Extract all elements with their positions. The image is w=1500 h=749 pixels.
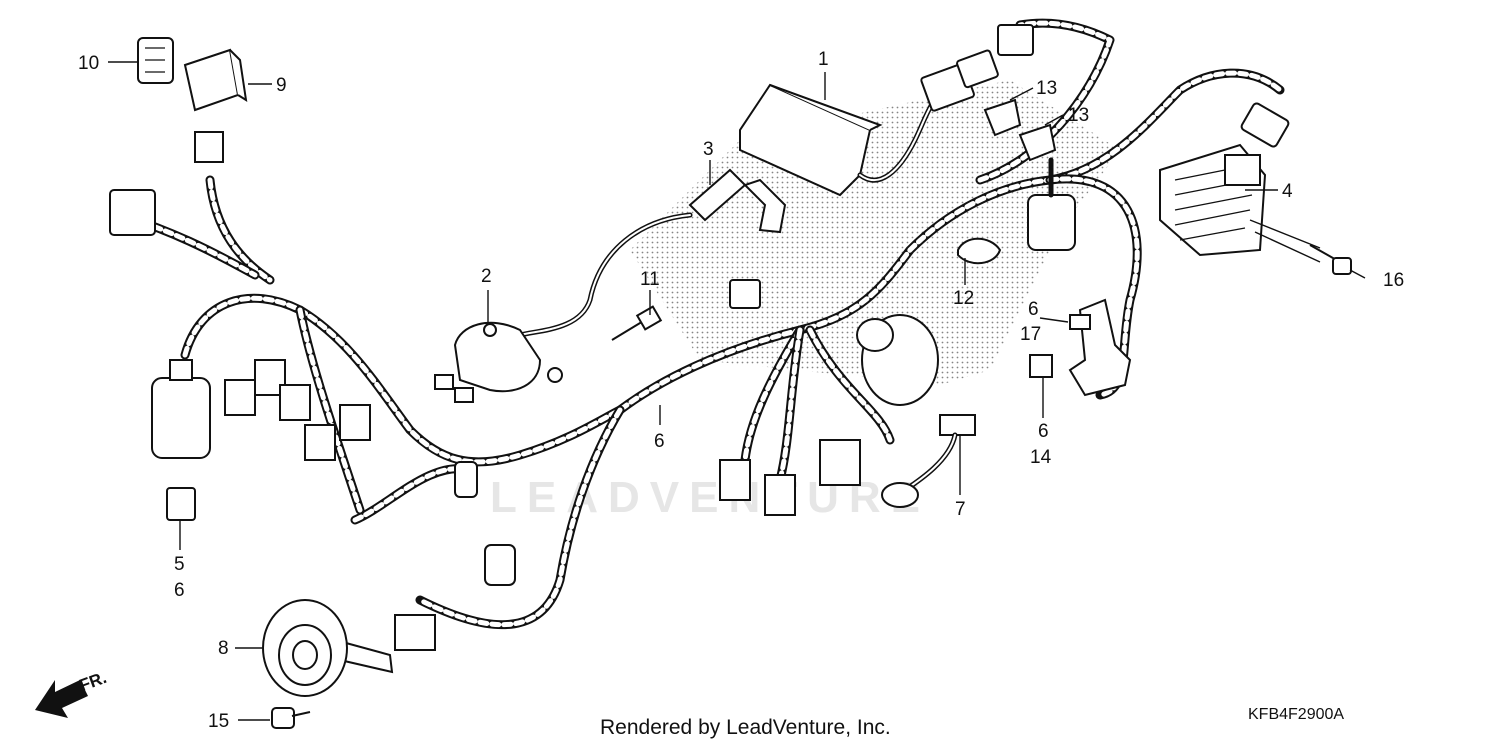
- callout-6-harness: 6: [654, 431, 665, 452]
- callout-14: 14: [1030, 447, 1052, 468]
- callout-13a: 13: [1036, 78, 1057, 99]
- front-direction-label: FR.: [77, 668, 109, 695]
- watermark: LEADVENTURE: [490, 473, 930, 522]
- connector-center-c: [719, 459, 751, 501]
- callout-17: 17: [1020, 324, 1041, 345]
- callout-11: 11: [640, 269, 660, 290]
- connector-center-d: [764, 474, 796, 516]
- connector-bottom: [394, 614, 436, 651]
- band-clamp: [957, 237, 1002, 265]
- condenser-center: [856, 314, 939, 406]
- callout-10: 10: [78, 53, 99, 74]
- callout-7: 7: [955, 499, 966, 520]
- connector-center-b: [819, 439, 861, 486]
- horn: [262, 599, 394, 697]
- left-connector-cluster: [109, 189, 371, 461]
- callout-16: 16: [1383, 270, 1404, 291]
- leader-lines: [108, 61, 1366, 721]
- condenser-right: [1027, 157, 1076, 251]
- bolt-11: [611, 305, 663, 341]
- bolt-15: [271, 707, 311, 729]
- fuse-box: [1029, 298, 1132, 397]
- callout-5: 5: [174, 554, 185, 575]
- connector-center-a: [729, 279, 761, 309]
- callout-9: 9: [276, 75, 287, 96]
- regulator-rectifier: [1159, 143, 1267, 257]
- relay-connector-10: [137, 37, 174, 84]
- callout-12: 12: [953, 288, 974, 309]
- callout-2: 2: [481, 266, 492, 287]
- callout-5-6: 6: [174, 580, 185, 601]
- callout-8: 8: [218, 638, 229, 659]
- relay-9: [183, 48, 248, 163]
- render-credit: Rendered by LeadVenture, Inc.: [600, 716, 891, 739]
- condenser-left: [151, 359, 211, 459]
- grommet: [454, 461, 516, 586]
- relay-5: [166, 487, 196, 521]
- callout-4: 4: [1282, 181, 1293, 202]
- harness-clip-13a: [983, 98, 1022, 137]
- bolt-16: [1309, 244, 1352, 275]
- callout-15: 15: [208, 711, 229, 732]
- neutral-sensor: [881, 414, 976, 508]
- callout-1: 1: [818, 49, 829, 70]
- spark-plug-cap: [517, 168, 787, 338]
- cdi-unit: [739, 24, 1034, 197]
- front-direction-arrow: FR.: [35, 668, 109, 718]
- diagram-code: KFB4F2900A: [1248, 706, 1345, 723]
- harness-clip-13b: [1018, 123, 1057, 162]
- callout-6-fuse-bottom: 6: [1038, 421, 1049, 442]
- ignition-coil: [434, 321, 542, 403]
- callout-3: 3: [703, 139, 714, 160]
- callout-13b: 13: [1068, 105, 1089, 126]
- callout-6-fuse-top: 6: [1028, 299, 1039, 320]
- callout-labels: 1 2 3 4 5 6 6 6 6 7 8 9 10 11 12 13 13 1…: [78, 49, 1404, 732]
- ground-eyelet: [547, 367, 563, 383]
- harness-end-connector: [1240, 102, 1290, 148]
